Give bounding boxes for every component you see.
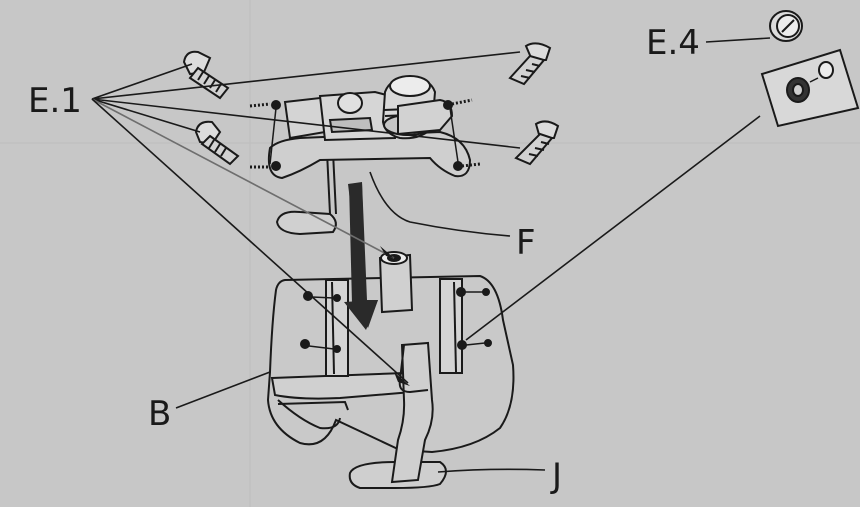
rear-post (378, 251, 414, 314)
screw-hole (456, 287, 466, 297)
screw-hole (443, 100, 453, 110)
screw-hole (453, 161, 463, 171)
label-b: B (148, 394, 172, 434)
screw-icon (508, 42, 552, 86)
washer-e4 (769, 10, 803, 42)
down-arrow-icon (344, 182, 378, 330)
screw-hole (271, 100, 281, 110)
screw-hole (271, 161, 281, 171)
label-j: J (552, 456, 563, 496)
screw-icon (194, 120, 240, 166)
leader-lines (91, 37, 771, 473)
label-f: F (516, 223, 536, 263)
gas-lift-dowel (275, 151, 337, 236)
lever-j (348, 341, 447, 489)
screw-hole (300, 339, 310, 349)
seat-plate-b (266, 274, 515, 454)
mechanism-f (249, 75, 481, 180)
screw-icon (514, 120, 560, 166)
screw-icon (182, 50, 230, 100)
screw-hole (457, 340, 467, 350)
screws-e1 (182, 42, 560, 166)
leader-arrowheads (380, 246, 410, 386)
washer-detail-panel (760, 48, 860, 128)
label-e4: E.4 (646, 23, 700, 63)
label-e1: E.1 (28, 81, 82, 121)
